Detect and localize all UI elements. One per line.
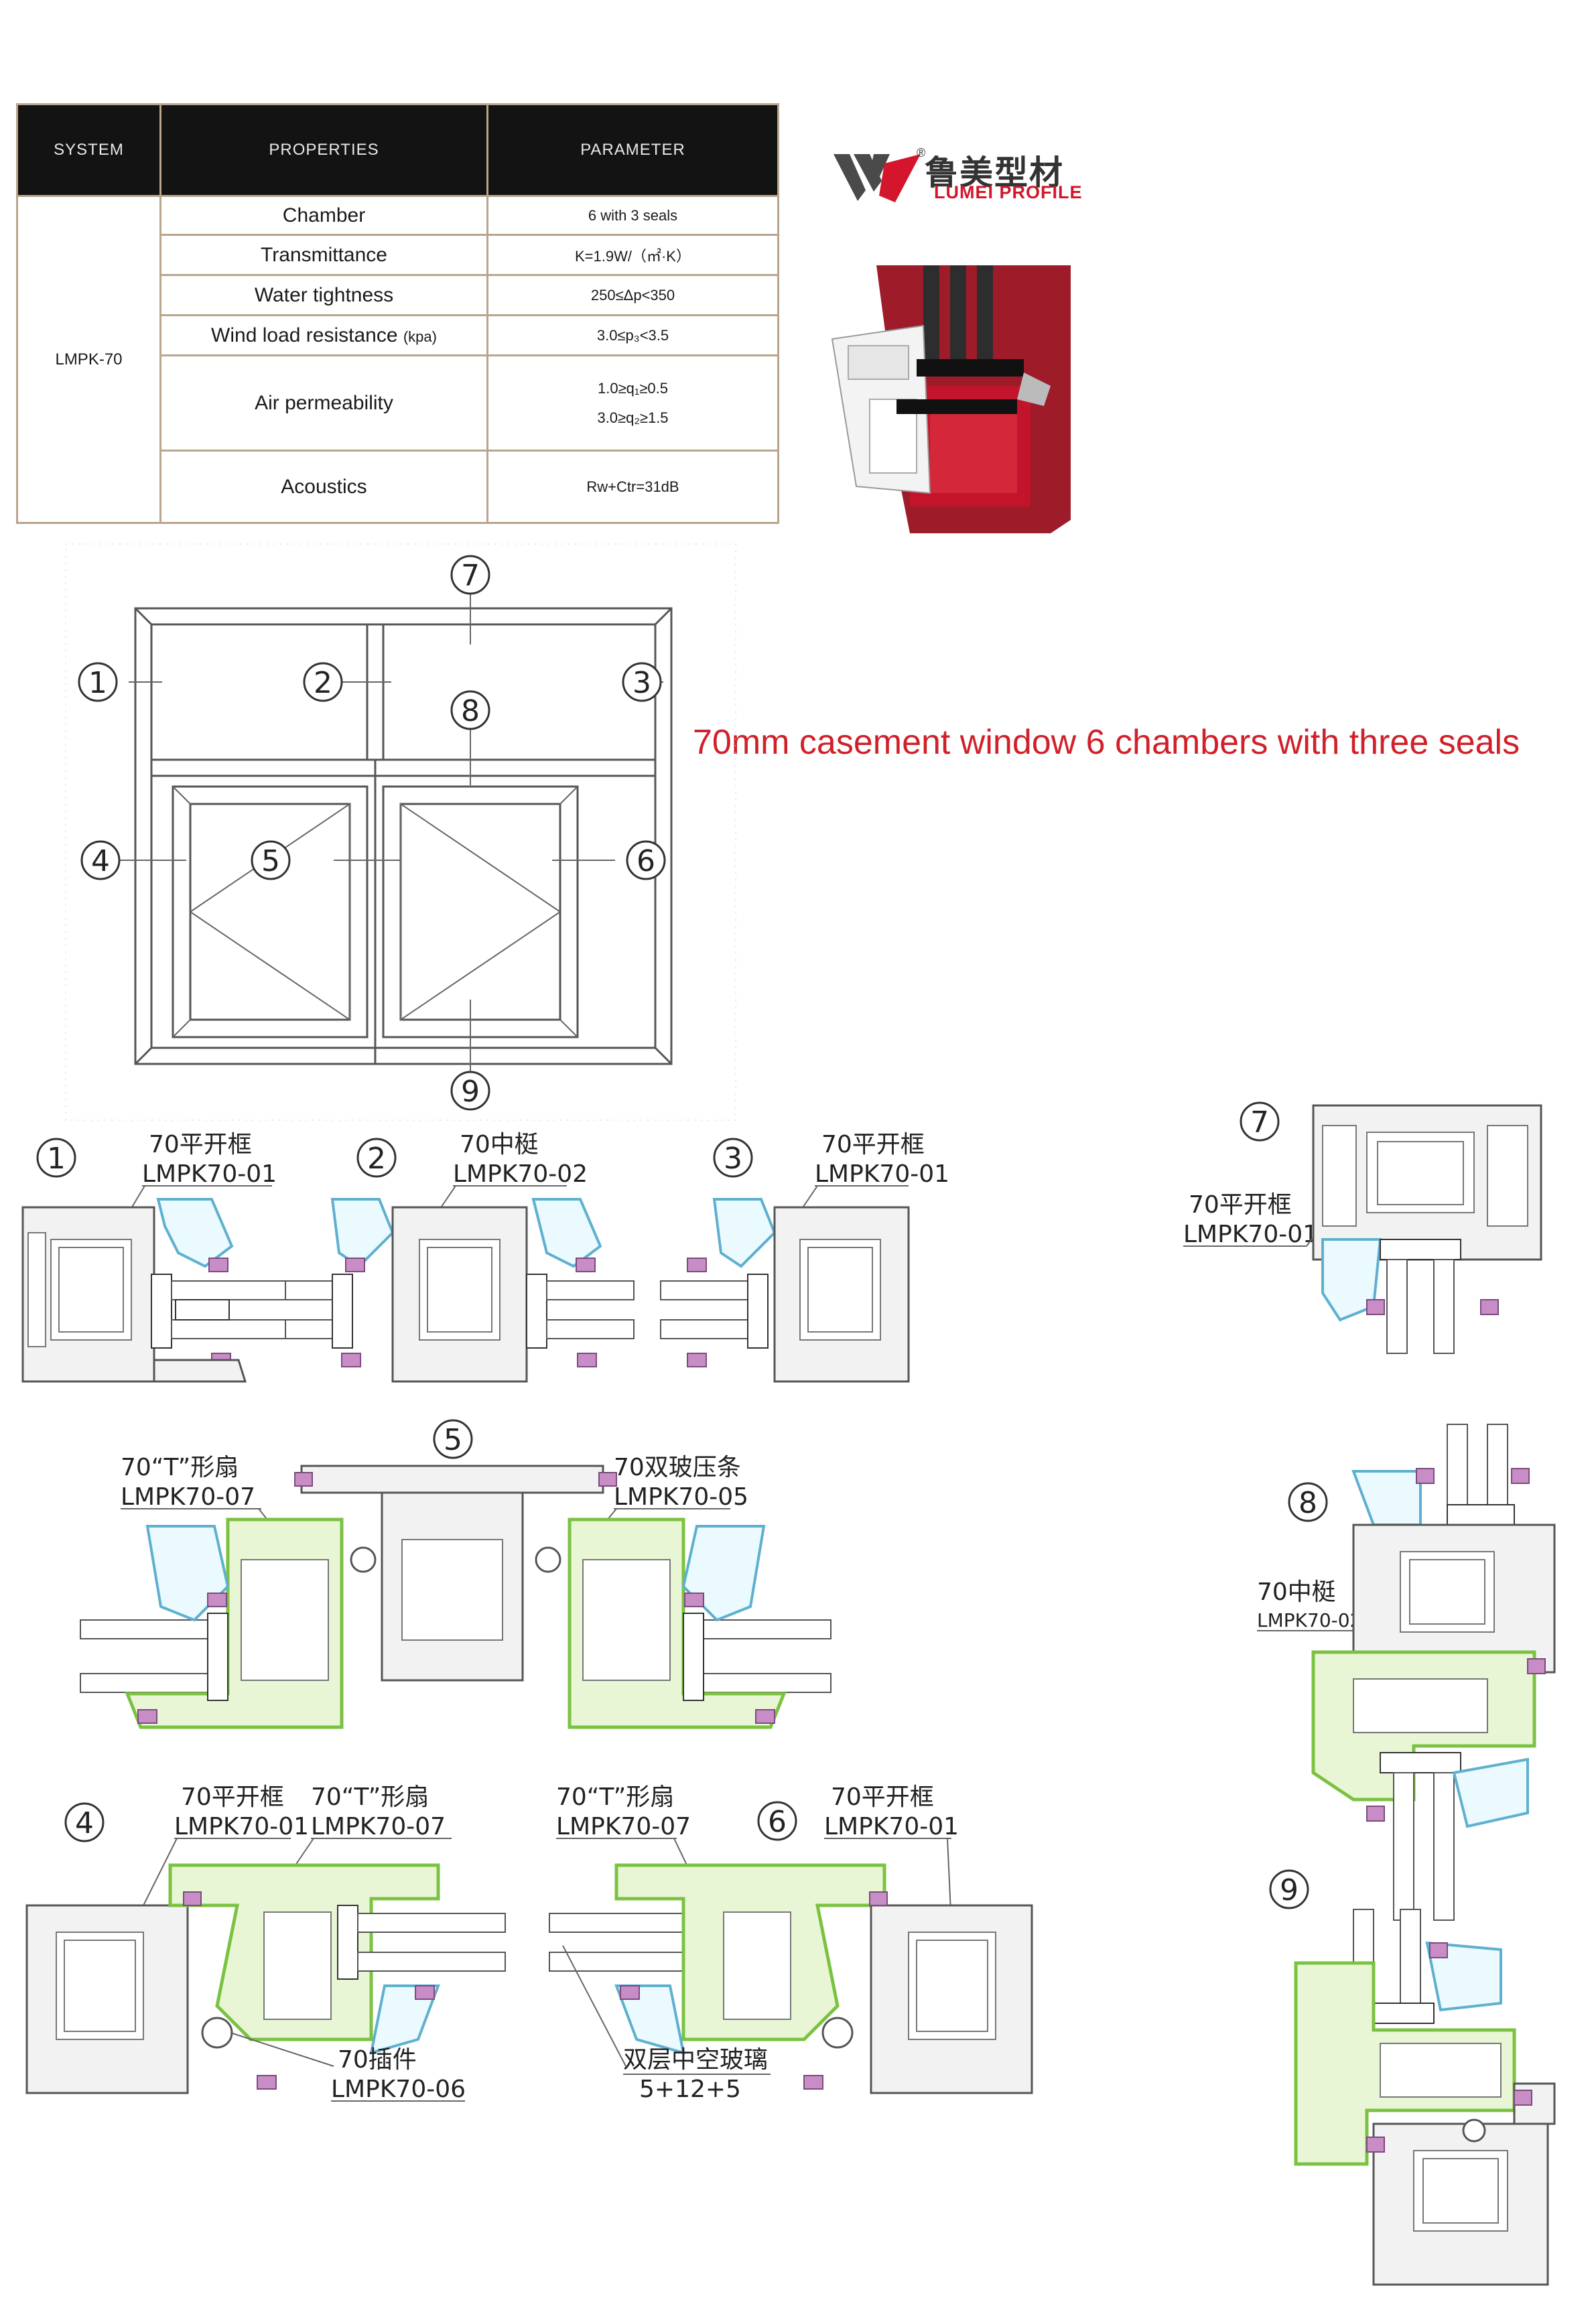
parameter-line-2: 3.0≥q₂≥1.5 [597,409,669,426]
property-label: Wind load resistance [211,324,398,346]
table-row: Water tightness 250≤Δp<350 [17,274,779,316]
parameter-cell: 250≤Δp<350 [486,274,779,316]
marker-3: 3 [622,662,662,702]
svg-text:1: 1 [47,1142,66,1176]
svg-text:70插件: 70插件 [338,2046,417,2074]
header-properties: PROPERTIES [159,103,488,197]
table-row: Acoustics Rw+Ctr=31dB [17,450,779,524]
logo-chinese: 鲁美型材 [925,153,1064,192]
svg-text:70中梃: 70中梃 [1257,1578,1336,1606]
parameter-cell: 1.0≥q₁≥0.5 3.0≥q₂≥1.5 [486,354,779,452]
section-6: 6 70“T”形扇 LMPK70-07 70平开框 LMPK70-01 双层中空… [549,1783,1033,2103]
svg-text:LMPK70-01: LMPK70-01 [815,1160,949,1188]
svg-text:LMPK70-07: LMPK70-07 [311,1813,446,1840]
headline: 70mm casement window 6 chambers with thr… [693,723,1520,762]
svg-text:LMPK70-07: LMPK70-07 [121,1483,255,1511]
section-5: 5 70“T”形扇 LMPK70-07 70双玻压条 LMPK70-05 [80,1419,832,1729]
svg-text:1: 1 [88,666,107,700]
marker-4: 4 [80,840,121,880]
svg-text:LMPK70-02: LMPK70-02 [453,1160,588,1188]
parameter-cell: 3.0≤p₃<3.5 [486,314,779,356]
marker-9: 9 [450,1071,490,1111]
table-row: Transmittance K=1.9W/（㎡·K） [17,234,779,276]
parameter-cell: 6 with 3 seals [486,195,779,236]
marker-7: 7 [450,555,490,595]
svg-text:3: 3 [724,1142,742,1176]
section-1: 1 70平开框 LMPK70-01 [21,1131,286,1383]
svg-text:6: 6 [637,844,655,878]
section-3: 3 70平开框 LMPK70-01 [660,1131,949,1383]
svg-text:5: 5 [261,844,280,878]
svg-text:8: 8 [461,694,480,728]
svg-text:70“T”形扇: 70“T”形扇 [311,1783,429,1811]
section-4: 4 70平开框 LMPK70-01 70“T”形扇 LMPK70-07 70插件… [25,1783,506,2103]
marker-6: 6 [626,840,666,880]
svg-text:LMPK70-01: LMPK70-01 [142,1160,277,1188]
property-cell: Chamber [159,195,488,236]
svg-text:2: 2 [367,1142,386,1176]
lumei-mark-icon [834,154,921,202]
svg-text:LMPK70-01: LMPK70-01 [174,1813,309,1840]
svg-text:4: 4 [91,844,110,878]
svg-text:5+12+5: 5+12+5 [639,2076,741,2103]
svg-text:70平开框: 70平开框 [821,1131,925,1158]
header-system: SYSTEM [16,103,161,197]
spec-table: SYSTEM PROPERTIES PARAMETER LMPK-70 Cham… [16,103,779,524]
property-unit: (kpa) [403,328,437,345]
svg-text:LMPK70-02: LMPK70-02 [1257,1609,1361,1631]
table-header-row: SYSTEM PROPERTIES PARAMETER [16,103,779,197]
parameter-line-1: 1.0≥q₁≥0.5 [598,379,668,397]
marker-1: 1 [78,662,118,702]
property-cell: Transmittance [159,234,488,276]
svg-text:70平开框: 70平开框 [181,1783,284,1811]
section-2: 2 70中梃 LMPK70-02 [285,1131,635,1383]
svg-text:70平开框: 70平开框 [831,1783,934,1811]
marker-5: 5 [251,840,291,880]
svg-text:7: 7 [461,559,480,593]
svg-text:70“T”形扇: 70“T”形扇 [121,1454,239,1481]
marker-8: 8 [450,690,490,730]
svg-text:LMPK70-06: LMPK70-06 [331,2076,466,2103]
section-8: 8 70中梃 LMPK70-02 [1257,1424,1556,1921]
svg-text:双层中空玻璃: 双层中空玻璃 [623,2046,768,2074]
svg-text:70“T”形扇: 70“T”形扇 [556,1783,674,1811]
svg-text:70平开框: 70平开框 [149,1131,252,1158]
marker-2: 2 [303,662,343,702]
svg-text:70双玻压条: 70双玻压条 [614,1454,741,1481]
table-row: Air permeability 1.0≥q₁≥0.5 3.0≥q₂≥1.5 [17,354,779,452]
svg-text:9: 9 [461,1075,480,1109]
window-elevation-diagram: 1 2 3 7 8 4 5 6 9 [65,543,736,1121]
svg-text:LMPK70-01: LMPK70-01 [824,1813,959,1840]
header-parameter: PARAMETER [486,103,779,197]
section-row-1: 1 70平开框 LMPK70-01 2 70中梃 LMPK70-02 [21,1131,949,1383]
svg-text:7: 7 [1250,1105,1269,1140]
svg-text:4: 4 [75,1806,94,1840]
property-cell: Wind load resistance (kpa) [159,314,488,356]
svg-text:LMPK70-07: LMPK70-07 [556,1813,691,1840]
svg-text:2: 2 [314,666,332,700]
svg-text:9: 9 [1280,1873,1299,1907]
property-cell: Acoustics [159,450,488,524]
svg-text:70中梃: 70中梃 [460,1131,539,1158]
system-cell: LMPK-70 [16,195,161,524]
property-cell: Water tightness [159,274,488,316]
parameter-cell: Rw+Ctr=31dB [486,450,779,524]
lumei-logo: ® 鲁美型材 LUMEI PROFILE [834,146,1088,206]
svg-text:LMPK70-05: LMPK70-05 [614,1483,748,1511]
section-9: 9 [1269,1869,1556,2286]
table-row: LMPK-70 Chamber 6 with 3 seals [16,195,779,524]
svg-text:70平开框: 70平开框 [1189,1191,1292,1219]
registered-mark: ® [917,146,926,159]
property-cell: Air permeability [159,354,488,452]
svg-text:3: 3 [633,666,651,700]
section-7: 7 70平开框 LMPK70-01 [1183,1101,1542,1354]
logo-english: LUMEI PROFILE [934,182,1083,202]
parameter-cell: K=1.9W/（㎡·K） [486,234,779,276]
svg-text:LMPK70-01: LMPK70-01 [1183,1221,1318,1248]
svg-text:6: 6 [768,1805,787,1839]
svg-text:5: 5 [444,1423,462,1457]
profile-section-illustration [831,265,1071,533]
svg-text:8: 8 [1299,1486,1317,1520]
table-row: Wind load resistance (kpa) 3.0≤p₃<3.5 [17,314,779,356]
